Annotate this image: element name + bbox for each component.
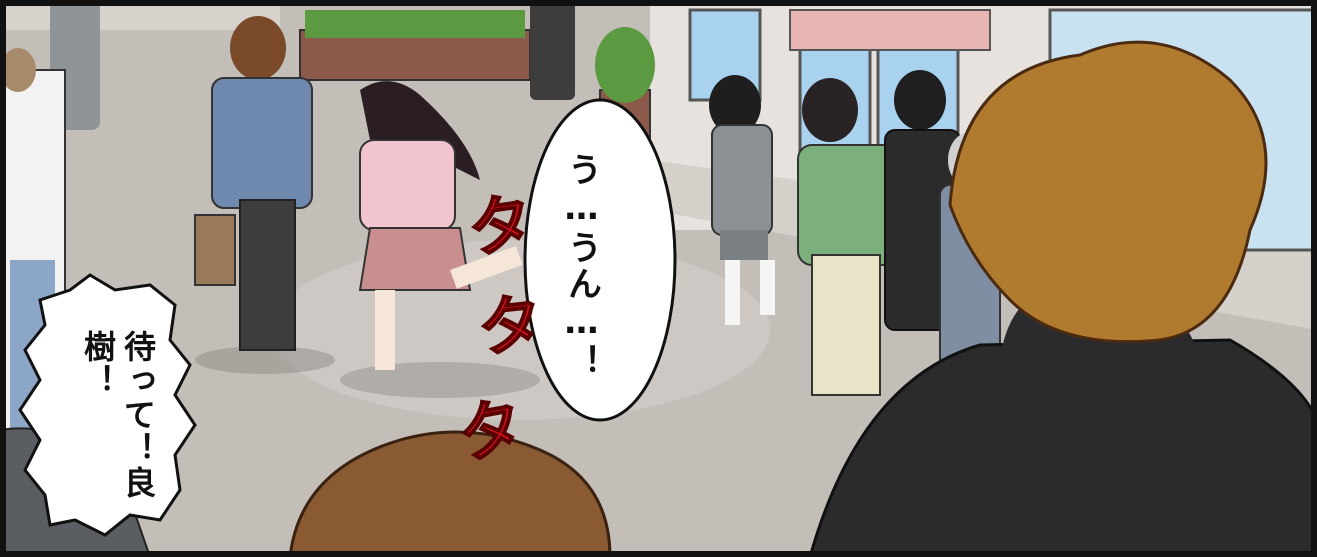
girl-pink-cardigan (340, 81, 540, 398)
sfx-glyph: タ (452, 389, 530, 475)
foreground-head-bottom (288, 430, 612, 557)
girl-grey-uniform (709, 75, 775, 325)
sfx-glyph: タ (463, 185, 539, 269)
speech-bubble-right (523, 98, 677, 422)
speech-text-right: う…うん…！ (561, 152, 602, 380)
boy-blue-vest (194, 16, 335, 374)
sfx-glyph: タ (474, 286, 547, 368)
planter-left (299, 10, 531, 81)
shout-bubble-left (18, 273, 197, 537)
foreground-man-black-jacket (808, 40, 1317, 557)
shout-text-left: 待って！良樹！ (79, 330, 157, 500)
sound-effect-running: タ タ タ (440, 175, 560, 485)
man-green-sweater (797, 78, 899, 396)
